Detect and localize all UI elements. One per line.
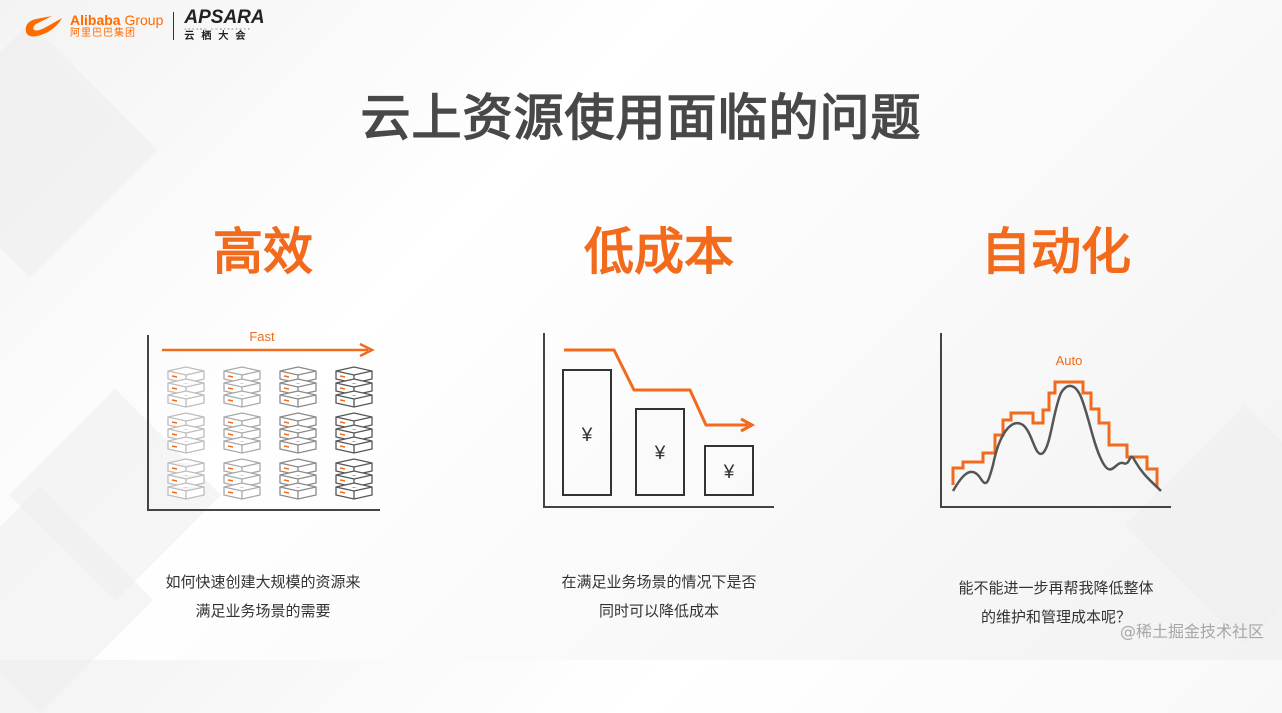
cost-bar-large (562, 369, 612, 496)
watermark: @稀土掘金技术社区 (1119, 622, 1264, 641)
axis (147, 335, 380, 511)
apsara-en-text: APSARA (184, 7, 265, 28)
alibaba-cn-text: 阿里巴巴集团 (70, 27, 136, 39)
cost-bar-medium (635, 408, 685, 496)
cost-bar-small (704, 445, 754, 496)
cost-trend-line (564, 348, 748, 427)
apsara-logo: APSARA APSARA CONFERENCE 云栖大会 (184, 7, 265, 43)
axis (543, 333, 774, 508)
apsara-cn-text: 云栖大会 (184, 31, 253, 42)
yen-symbol: ¥ (723, 462, 735, 483)
desc-line: 同时可以降低成本 (598, 602, 719, 620)
server-icon (335, 366, 373, 408)
apsara-sub-text: APSARA CONFERENCE (184, 27, 252, 31)
server-icon (223, 458, 261, 500)
desc-line: 在满足业务场景的情况下是否 (561, 573, 757, 591)
fast-label: Fast (249, 329, 275, 344)
server-icon (223, 412, 261, 454)
header: Alibaba Group 阿里巴巴集团 APSARA APSARA CONFE… (22, 8, 265, 44)
server-icon (335, 412, 373, 454)
heading-automation: 自动化 (981, 223, 1131, 281)
server-icon (167, 458, 205, 500)
desc-line: 能不能进一步再帮我降低整体 (958, 579, 1154, 597)
cost-arrowhead (740, 417, 756, 433)
alibaba-logo: Alibaba Group 阿里巴巴集团 (22, 12, 163, 40)
heading-low-cost: 低成本 (584, 223, 734, 281)
auto-capacity-line (951, 380, 1159, 487)
cost-diagram: ¥ ¥ ¥ (543, 333, 774, 508)
server-icon (279, 458, 317, 500)
page-title: 云上资源使用面临的问题 (360, 89, 922, 147)
desc-low-cost: 在满足业务场景的情况下是否 同时可以降低成本 (509, 568, 809, 626)
server-icon (279, 366, 317, 408)
server-icon (335, 458, 373, 500)
heading-efficient: 高效 (213, 223, 313, 281)
server-icon (223, 366, 261, 408)
alibaba-mark-icon (25, 16, 62, 37)
auto-label: Auto (1056, 353, 1083, 368)
server-grid (167, 366, 373, 500)
server-icon (167, 412, 205, 454)
fast-diagram: Fast (147, 329, 380, 511)
alibaba-en-text: Alibaba (70, 11, 121, 28)
desc-line: 如何快速创建大规模的资源来 (165, 573, 361, 591)
desc-line: 满足业务场景的需要 (195, 602, 331, 620)
server-icon (167, 366, 205, 408)
desc-line: 的维护和管理成本呢？ (980, 608, 1131, 626)
logo-divider (173, 12, 175, 40)
auto-demand-curve (951, 384, 1162, 492)
desc-efficient: 如何快速创建大规模的资源来 满足业务场景的需要 (113, 568, 413, 626)
desc-automation: 能不能进一步再帮我降低整体 的维护和管理成本呢？ (906, 574, 1206, 632)
yen-symbol: ¥ (654, 443, 666, 464)
auto-diagram: Auto (940, 333, 1171, 508)
server-icon (279, 412, 317, 454)
yen-symbol: ¥ (581, 425, 593, 446)
axis (940, 333, 1171, 508)
fast-arrowhead (359, 342, 375, 358)
alibaba-group-text: Group (120, 11, 164, 28)
